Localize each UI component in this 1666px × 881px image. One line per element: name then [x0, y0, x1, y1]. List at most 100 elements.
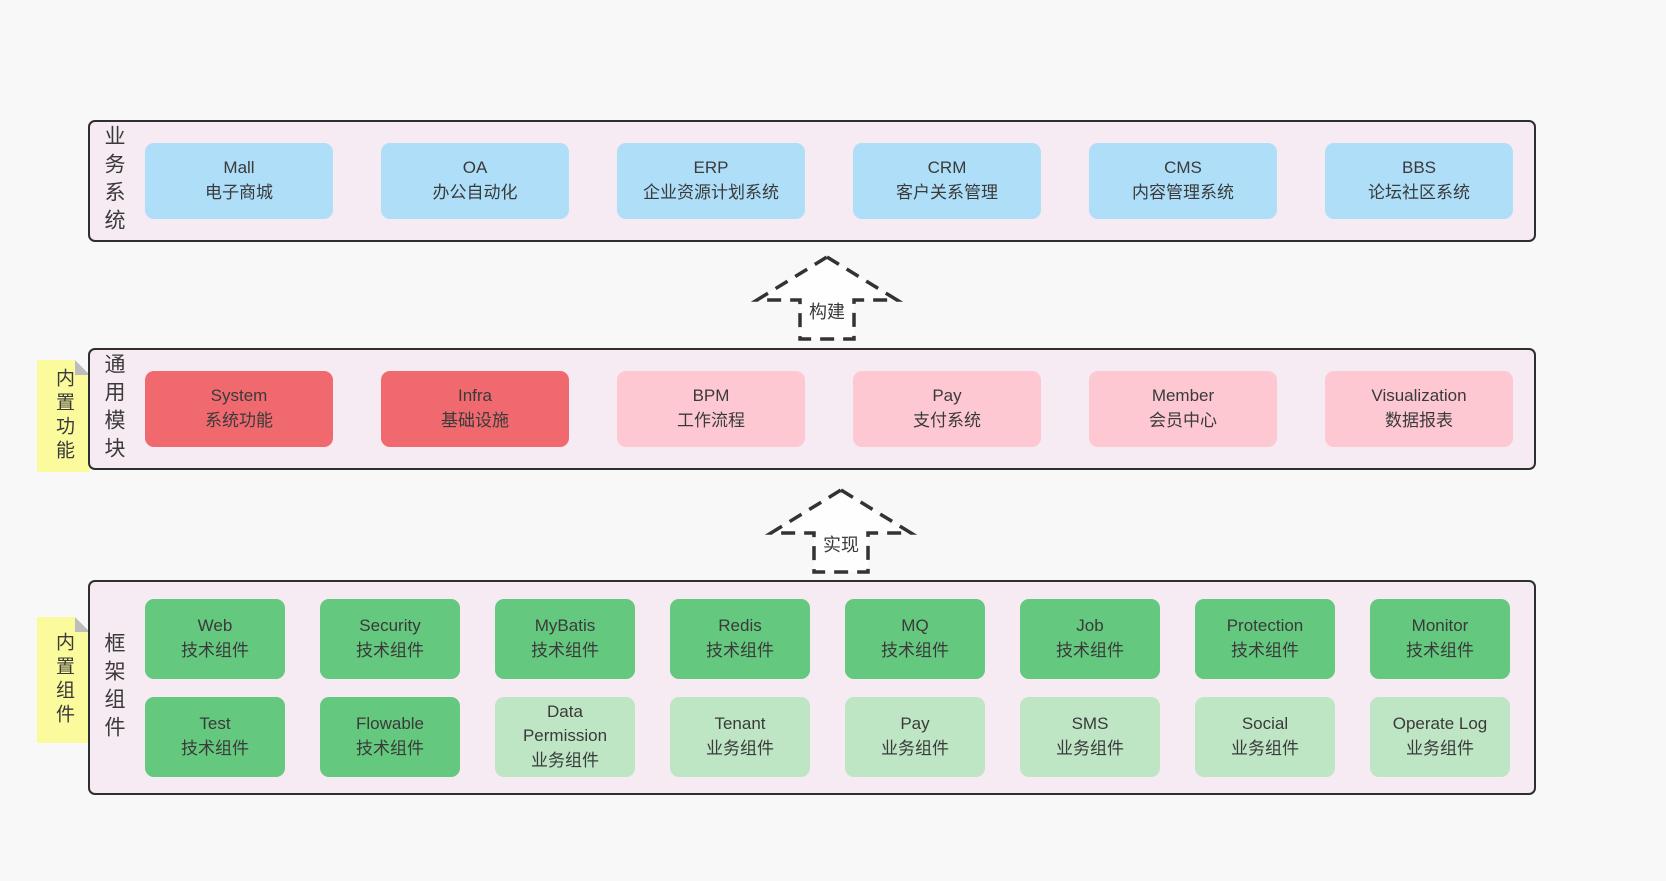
- box-monitor: Monitor 技术组件: [1370, 598, 1510, 679]
- box-title: Pay: [932, 386, 962, 406]
- box-title: OA: [462, 158, 488, 178]
- box-subtitle: 电子商城: [205, 183, 273, 202]
- box-visualization: Visualization 数据报表: [1325, 371, 1513, 447]
- box-title: Protection: [1226, 615, 1304, 635]
- box-pay-biz: Pay 业务组件: [845, 696, 985, 777]
- box-protection: Protection 技术组件: [1195, 598, 1335, 679]
- section-common-modules: 通用模块 System 系统功能 Infra 基础设施 BPM 工作流程 Pay…: [88, 348, 1536, 470]
- box-title: Social: [1241, 713, 1289, 733]
- box-mq: MQ 技术组件: [845, 598, 985, 679]
- box-subtitle: 系统功能: [205, 411, 273, 430]
- box-security: Security 技术组件: [320, 598, 460, 679]
- box-title: CMS: [1164, 158, 1202, 178]
- box-social: Social 业务组件: [1195, 696, 1335, 777]
- modules-box-row: System 系统功能 Infra 基础设施 BPM 工作流程 Pay 支付系统…: [145, 350, 1520, 468]
- box-title: Job: [1076, 615, 1104, 635]
- box-title: Redis: [718, 615, 762, 635]
- box-title: Security: [359, 615, 421, 635]
- box-title: CRM: [927, 158, 967, 178]
- components-row-1: Web 技术组件 Security 技术组件 MyBatis 技术组件 Redi…: [145, 598, 1520, 679]
- section-framework-components: 框架组件 Web 技术组件 Security 技术组件 MyBatis 技术组件…: [88, 580, 1536, 795]
- box-bpm: BPM 工作流程: [617, 371, 805, 447]
- up-arrow-build: 构建: [737, 252, 917, 344]
- box-title: BPM: [692, 386, 730, 406]
- box-test: Test 技术组件: [145, 696, 285, 777]
- sticky-tab-built-in-features: 内置功能: [37, 360, 90, 472]
- box-title: Test: [199, 713, 231, 733]
- box-subtitle: 客户关系管理: [896, 183, 998, 202]
- box-subtitle: 业务组件: [1056, 738, 1124, 758]
- box-title: Monitor: [1411, 615, 1469, 635]
- box-subtitle: 技术组件: [531, 640, 599, 660]
- box-subtitle: 技术组件: [356, 640, 424, 660]
- box-subtitle: 业务组件: [881, 738, 949, 758]
- box-subtitle: 技术组件: [356, 738, 424, 758]
- box-crm: CRM 客户关系管理: [853, 143, 1041, 219]
- box-title: Tenant: [714, 713, 766, 733]
- box-title: Data Permission: [522, 701, 608, 746]
- box-subtitle: 基础设施: [441, 411, 509, 430]
- box-redis: Redis 技术组件: [670, 598, 810, 679]
- box-title: MyBatis: [534, 615, 596, 635]
- box-subtitle: 技术组件: [881, 640, 949, 660]
- box-subtitle: 数据报表: [1385, 411, 1453, 430]
- box-erp: ERP 企业资源计划系统: [617, 143, 805, 219]
- business-box-row: Mall 电子商城 OA 办公自动化 ERP 企业资源计划系统 CRM 客户关系…: [145, 122, 1520, 240]
- box-title: Flowable: [355, 713, 425, 733]
- box-subtitle: 技术组件: [181, 738, 249, 758]
- box-title: Infra: [457, 386, 493, 406]
- box-cms: CMS 内容管理系统: [1089, 143, 1277, 219]
- box-subtitle: 技术组件: [1406, 640, 1474, 660]
- components-row-2: Test 技术组件 Flowable 技术组件 Data Permission …: [145, 696, 1520, 777]
- section-label-modules: 通用模块: [102, 353, 125, 465]
- box-subtitle: 会员中心: [1149, 411, 1217, 430]
- box-subtitle: 企业资源计划系统: [643, 183, 779, 202]
- box-sms: SMS 业务组件: [1020, 696, 1160, 777]
- box-title: Mall: [223, 158, 255, 178]
- box-title: SMS: [1071, 713, 1109, 733]
- box-subtitle: 业务组件: [706, 738, 774, 758]
- box-subtitle: 技术组件: [706, 640, 774, 660]
- box-title: Web: [197, 615, 233, 635]
- box-subtitle: 技术组件: [181, 640, 249, 660]
- box-mall: Mall 电子商城: [145, 143, 333, 219]
- arrow-label-build: 构建: [806, 298, 848, 324]
- box-subtitle: 支付系统: [913, 411, 981, 430]
- section-label-components: 框架组件: [102, 631, 125, 744]
- section-business-systems: 业务系统 Mall 电子商城 OA 办公自动化 ERP 企业资源计划系统 CRM…: [88, 120, 1536, 242]
- box-title: System: [210, 386, 268, 406]
- box-subtitle: 业务组件: [1406, 738, 1474, 758]
- box-flowable: Flowable 技术组件: [320, 696, 460, 777]
- box-title: Member: [1151, 386, 1215, 406]
- box-subtitle: 内容管理系统: [1132, 183, 1234, 202]
- box-job: Job 技术组件: [1020, 598, 1160, 679]
- box-member: Member 会员中心: [1089, 371, 1277, 447]
- box-data-permission: Data Permission 业务组件: [495, 696, 635, 777]
- box-subtitle: 办公自动化: [432, 183, 518, 202]
- box-operate-log: Operate Log 业务组件: [1370, 696, 1510, 777]
- box-subtitle: 工作流程: [677, 411, 745, 430]
- box-bbs: BBS 论坛社区系统: [1325, 143, 1513, 219]
- box-title: Visualization: [1371, 386, 1467, 406]
- components-rows: Web 技术组件 Security 技术组件 MyBatis 技术组件 Redi…: [145, 582, 1520, 793]
- box-title: Operate Log: [1392, 713, 1488, 733]
- box-web: Web 技术组件: [145, 598, 285, 679]
- box-subtitle: 论坛社区系统: [1368, 183, 1470, 202]
- box-subtitle: 技术组件: [1231, 640, 1299, 660]
- sticky-tab-built-in-components: 内置组件: [37, 617, 90, 743]
- box-infra: Infra 基础设施: [381, 371, 569, 447]
- box-title: Pay: [900, 713, 930, 733]
- up-arrow-implement: 实现: [751, 485, 931, 577]
- box-title: MQ: [901, 615, 929, 635]
- box-subtitle: 业务组件: [531, 750, 599, 770]
- arrow-label-implement: 实现: [820, 531, 862, 557]
- tab-label: 内置功能: [53, 368, 74, 464]
- box-title: ERP: [693, 158, 729, 178]
- section-label-business: 业务系统: [102, 125, 125, 237]
- box-tenant: Tenant 业务组件: [670, 696, 810, 777]
- box-mybatis: MyBatis 技术组件: [495, 598, 635, 679]
- box-pay: Pay 支付系统: [853, 371, 1041, 447]
- box-subtitle: 技术组件: [1056, 640, 1124, 660]
- box-subtitle: 业务组件: [1231, 738, 1299, 758]
